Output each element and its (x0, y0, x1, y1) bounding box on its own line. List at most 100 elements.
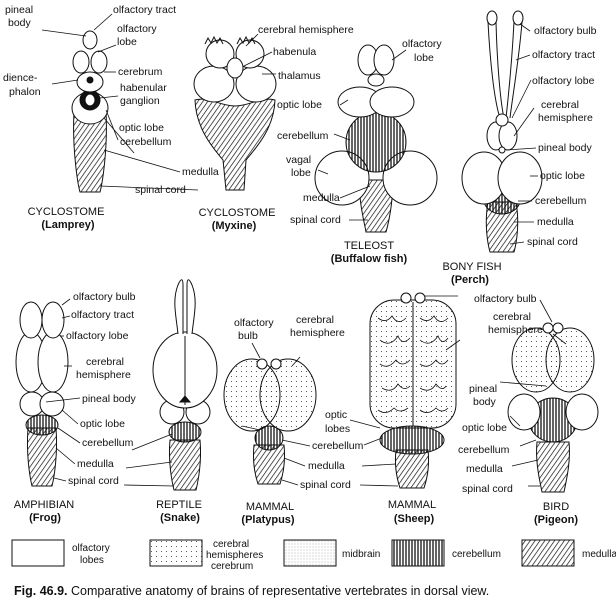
label-optic-lobe: optic lobe (540, 170, 585, 182)
label-cerebral: cerebral (541, 99, 579, 111)
label-spinal-cord: spinal cord (135, 184, 186, 196)
snake-labels: REPTILE (Snake) (156, 499, 202, 524)
frog-labels: olfactory bulb olfactory tract olfactory… (14, 291, 137, 524)
frog-leader-lines (45, 298, 81, 482)
lamprey-brain (71, 30, 109, 193)
legend-cerebral-1: cerebral (213, 539, 249, 550)
label-olfactory-bulb: olfactory bulb (73, 291, 136, 303)
label-body: body (473, 396, 497, 408)
label-lobes: lobes (325, 423, 350, 435)
label-lobe: lobe (414, 52, 434, 64)
perch-labels: olfactory bulb olfactory tract olfactory… (442, 25, 596, 286)
label-medulla: medulla (466, 463, 503, 475)
label-vagal: vagal (286, 154, 311, 166)
legend-cerebral-2: hemispheres (206, 550, 263, 561)
label-olfactory: olfactory (402, 38, 442, 50)
label-optic-lobe: optic lobe (80, 418, 125, 430)
label-spinal-cord: spinal cord (68, 475, 119, 487)
caption-name: (Myxine) (212, 220, 257, 232)
lamprey-labels: pineal body olfactory tract olfactory lo… (3, 4, 219, 231)
pigeon-brain (507, 322, 599, 493)
label-pineal-body: pineal body (538, 142, 592, 154)
label-habenular: habenular (120, 82, 167, 94)
label-spinal-cord: spinal cord (300, 479, 351, 491)
myxine-labels: cerebral hemisphere habenula thalamus CY… (199, 24, 354, 232)
buffalo-labels: olfactory lobe optic lobe cerebellum vag… (277, 38, 442, 265)
sheep-brain (369, 292, 457, 489)
caption-name: (Platypus) (241, 514, 295, 526)
caption-group: TELEOST (344, 240, 394, 252)
caption-group: AMPHIBIAN (14, 499, 75, 511)
label-olfactory-tract: olfactory tract (532, 49, 595, 61)
label-hemisphere: hemisphere (76, 369, 131, 381)
pigeon-labels: olfactory bulb cerebral hemisphere pinea… (458, 293, 578, 526)
platypus-brain (223, 358, 317, 485)
label-spinal-cord: spinal cord (527, 236, 578, 248)
perch-brain (461, 10, 543, 253)
label-olfactory-tract: olfactory tract (71, 309, 134, 321)
myxine-brain (193, 35, 277, 191)
label-cerebral: cerebral (296, 314, 334, 326)
sheep-labels: MAMMAL (Sheep) (388, 499, 436, 525)
caption-name: (Lamprey) (41, 219, 95, 231)
label-cerebral-hemisphere: cerebral hemisphere (258, 24, 354, 36)
label-olfactory-tract: olfactory tract (113, 4, 176, 16)
caption-group: REPTILE (156, 499, 202, 511)
caption-name: (Sheep) (394, 513, 435, 525)
label-diencephalon-2: phalon (9, 86, 41, 98)
pigeon-leader-lines (499, 299, 567, 487)
figure-caption-text: Comparative anatomy of brains of represe… (70, 584, 490, 598)
label-bulb: bulb (238, 330, 258, 342)
label-cerebellum: cerebellum (120, 136, 172, 148)
caption-name: (Perch) (451, 274, 489, 286)
label-cerebellum: cerebellum (82, 437, 134, 449)
platypus-labels: olfactory bulb cerebral hemisphere optic… (234, 314, 364, 526)
caption-group: MAMMAL (388, 499, 436, 511)
buffalo-leader-lines (317, 49, 407, 221)
label-medulla: medulla (537, 216, 574, 228)
label-olfactory-bulb: olfactory bulb (474, 293, 537, 305)
label-hemisphere: hemisphere (538, 112, 593, 124)
label-optic: optic (325, 409, 347, 421)
label-diencephalon-1: dience- (3, 72, 38, 84)
label-optic-lobe: optic lobe (462, 422, 507, 434)
legend-cerebral-3: cerebrum (211, 561, 253, 572)
legend-olfactory-1: olfactory (72, 543, 110, 554)
label-medulla: medulla (303, 192, 340, 204)
label-pineal: pineal (469, 383, 497, 395)
label-body: body (8, 17, 32, 29)
caption-name: (Pigeon) (534, 514, 578, 526)
label-medulla: medulla (182, 166, 219, 178)
caption-name: (Snake) (160, 512, 200, 524)
caption-group: CYCLOSTOME (199, 207, 276, 219)
legend-swatch-olfactory (11, 539, 65, 567)
legend-midbrain: midbrain (342, 549, 380, 560)
label-lobe: lobe (117, 36, 137, 48)
caption-group: MAMMAL (246, 501, 294, 513)
legend (11, 539, 575, 567)
label-olfactory: olfactory (234, 317, 274, 329)
caption-name: (Buffalow fish) (331, 253, 408, 265)
frog-brain (15, 301, 69, 487)
caption-group: BIRD (543, 501, 569, 513)
label-thalamus: thalamus (278, 70, 321, 82)
perch-leader-lines (505, 23, 538, 245)
label-spinal-cord: spinal cord (462, 483, 513, 495)
label-optic-lobe: optic lobe (277, 99, 322, 111)
label-medulla: medulla (308, 460, 345, 472)
label-medulla: medulla (77, 458, 114, 470)
figure-number: Fig. 46.9. (14, 584, 68, 598)
label-olfactory-lobe: olfactory lobe (532, 75, 595, 87)
label-pineal-body: pineal body (82, 393, 136, 405)
label-hemisphere: hemisphere (290, 327, 345, 339)
legend-labels: olfactory lobes cerebral hemispheres cer… (72, 539, 616, 572)
myxine-leader-lines (243, 33, 276, 75)
label-hemisphere: hemisphere (488, 324, 543, 336)
label-cerebellum: cerebellum (277, 130, 329, 142)
label-olfactory-lobe: olfactory lobe (66, 330, 129, 342)
label-olfactory: olfactory (117, 23, 157, 35)
label-pineal: pineal (5, 4, 33, 16)
caption-name: (Frog) (29, 512, 61, 524)
label-cerebellum: cerebellum (458, 444, 510, 456)
